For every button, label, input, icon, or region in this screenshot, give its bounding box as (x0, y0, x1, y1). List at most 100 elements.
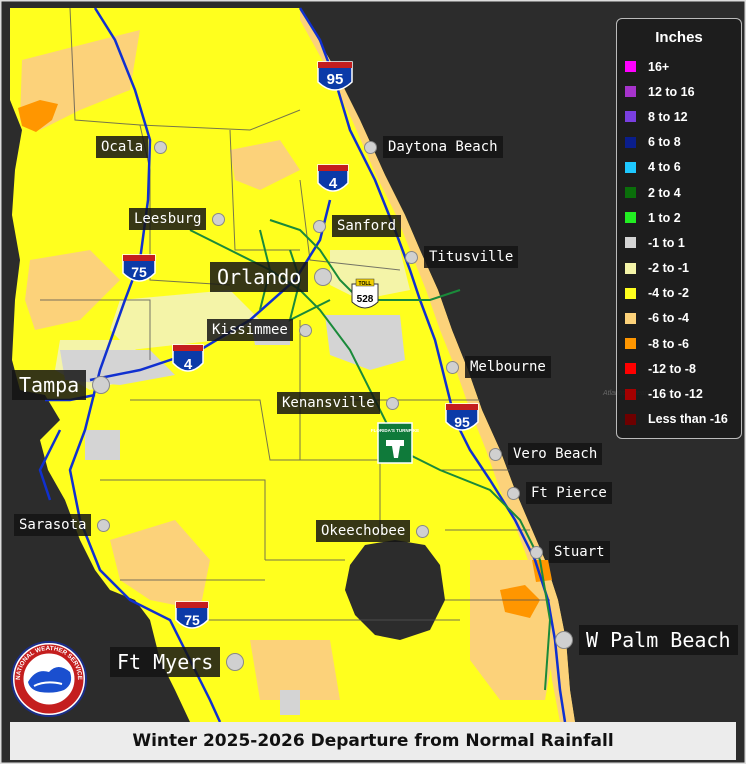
i75-label-3: 75 (184, 612, 200, 628)
city-okeechobee: Okeechobee (316, 520, 430, 542)
legend-row: 8 to 12 (625, 104, 733, 129)
i75-shield-north: 75 (122, 254, 156, 282)
city-melbourne: Melbourne (446, 356, 551, 378)
toll-label: TOLL (359, 281, 372, 287)
city-dot (97, 518, 111, 532)
legend-label: -12 to -8 (648, 361, 696, 376)
city-label: Stuart (549, 541, 610, 563)
legend-row: -6 to -4 (625, 306, 733, 331)
legend-swatch (625, 237, 636, 249)
legend-label: -2 to -1 (648, 261, 689, 276)
legend-swatch (625, 413, 636, 425)
city-dot (92, 376, 111, 394)
city-vero-beach: Vero Beach (489, 443, 603, 465)
city-label: Vero Beach (508, 443, 603, 465)
city-label: Sanford (332, 215, 402, 237)
i95-label: 95 (327, 71, 344, 88)
map-title: Winter 2025-2026 Departure from Normal R… (132, 731, 614, 751)
turnpike-shield: FLORIDA'S TURNPIKE (371, 422, 419, 464)
legend-label: 4 to 6 (648, 160, 681, 175)
legend-label: -8 to -6 (648, 336, 689, 351)
legend-items: 16+ 12 to 16 8 to 12 6 to 8 4 to 6 2 to 4 1 to… (625, 54, 733, 432)
city-dot (385, 396, 399, 410)
legend-row: 16+ (625, 54, 733, 79)
legend-label: 2 to 4 (648, 185, 681, 200)
legend-swatch (625, 111, 636, 123)
legend-row: -8 to -6 (625, 331, 733, 356)
toll-528-label: 528 (357, 294, 374, 305)
i4-label: 4 (329, 175, 338, 192)
city-dot (313, 219, 326, 233)
city-dot (298, 323, 312, 337)
legend-label: -6 to -4 (648, 311, 689, 326)
i75-shield-south: 75 (175, 601, 209, 629)
legend-swatch (625, 388, 636, 400)
legend-swatch (625, 86, 636, 98)
turnpike-label: FLORIDA'S TURNPIKE (371, 428, 419, 433)
city-label: Ft Pierce (526, 482, 612, 504)
legend-row: 2 to 4 (625, 180, 733, 205)
city-dot (226, 653, 245, 671)
legend-label: 12 to 16 (648, 84, 695, 99)
city-w-palm-beach: W Palm Beach (555, 625, 738, 655)
city-dot (314, 268, 333, 286)
legend-swatch (625, 212, 636, 224)
legend-swatch (625, 187, 636, 199)
city-dot (530, 545, 543, 559)
city-sarasota: Sarasota (14, 514, 111, 536)
legend-row: 1 to 2 (625, 205, 733, 230)
city-daytona-beach: Daytona Beach (364, 136, 503, 158)
city-label: Okeechobee (316, 520, 411, 542)
i75-label: 75 (131, 264, 147, 280)
city-dot (364, 140, 377, 154)
city-dot (446, 360, 459, 374)
city-label: Orlando (210, 262, 309, 292)
i4-shield-south: 4 (172, 344, 204, 373)
city-dot (489, 447, 502, 461)
legend-row: Less than -16 (625, 407, 733, 432)
i4-shield-north: 4 (317, 164, 349, 192)
city-ft-myers: Ft Myers (110, 647, 245, 677)
city-titusville: Titusville (405, 246, 519, 268)
legend-label: -4 to -2 (648, 286, 689, 301)
city-dot (555, 631, 573, 649)
legend-label: Less than -16 (648, 412, 728, 427)
city-label: Ocala (96, 136, 149, 158)
city-sanford: Sanford (313, 215, 402, 237)
city-dot (416, 524, 430, 538)
city-kissimmee: Kissimmee (207, 319, 312, 341)
legend-swatch (625, 363, 636, 375)
legend-row: -1 to 1 (625, 230, 733, 255)
city-kenansville: Kenansville (277, 392, 399, 414)
city-label: Kenansville (277, 392, 380, 414)
legend-swatch (625, 312, 636, 324)
legend-swatch (625, 61, 636, 73)
toll-528-shield: TOLL 528 (351, 278, 379, 309)
city-dot (212, 212, 226, 226)
legend-swatch (625, 287, 636, 299)
city-ocala: Ocala (96, 136, 168, 158)
legend-row: -2 to -1 (625, 256, 733, 281)
legend-label: -16 to -12 (648, 387, 703, 402)
city-label: Melbourne (465, 356, 551, 378)
city-leesburg: Leesburg (129, 208, 226, 230)
city-stuart: Stuart (530, 541, 610, 563)
city-orlando: Orlando (210, 262, 333, 292)
legend-label: 6 to 8 (648, 135, 681, 150)
city-label: Daytona Beach (383, 136, 503, 158)
legend-row: 6 to 8 (625, 130, 733, 155)
nws-logo: NATIONAL WEATHER SERVICE (11, 641, 87, 717)
lake-okeechobee (345, 540, 445, 640)
legend-label: 8 to 12 (648, 109, 688, 124)
city-label: Tampa (12, 370, 87, 400)
i95-shield-north: 95 (317, 61, 353, 91)
city-label: W Palm Beach (579, 625, 738, 655)
legend-swatch (625, 161, 636, 173)
legend-swatch (625, 136, 636, 148)
legend-row: -12 to -8 (625, 356, 733, 381)
city-label: Ft Myers (110, 647, 221, 677)
city-label: Sarasota (14, 514, 92, 536)
city-label: Titusville (424, 246, 519, 268)
city-dot (507, 486, 520, 500)
